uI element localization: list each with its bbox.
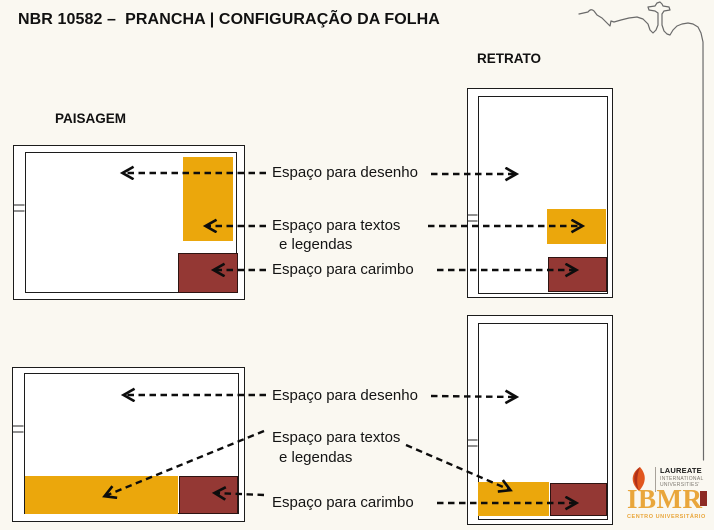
label-retrato: RETRATO (477, 51, 541, 66)
note-top-textos-line2: e legendas (279, 236, 353, 253)
note-top-carimbo: Espaço para carimbo (272, 261, 414, 278)
page-title: NBR 10582 – PRANCHA | CONFIGURAÇÃO DA FO… (18, 11, 440, 28)
note-bottom-desenho: Espaço para desenho (272, 387, 418, 404)
landscape-top-textos-area (183, 157, 233, 241)
portrait-bottom-carimbo-area (550, 483, 607, 516)
laureate-text-block: LAUREATE INTERNATIONAL UNIVERSITIES' (660, 467, 704, 488)
laureate-universities: UNIVERSITIES' (660, 481, 700, 488)
portrait-top-carimbo-area (548, 257, 607, 292)
logo-divider (655, 467, 656, 492)
ibmr-red-block (700, 491, 707, 506)
landscape-top-carimbo-area (178, 253, 238, 293)
portrait-top-textos-area (547, 209, 606, 244)
laureate-international: INTERNATIONAL (660, 475, 704, 482)
landscape-bottom-carimbo-area (179, 476, 238, 514)
note-top-desenho: Espaço para desenho (272, 164, 418, 181)
ibmr-logo: LAUREATE INTERNATIONAL UNIVERSITIES' IBM… (627, 464, 713, 522)
ibmr-wordmark: IBMR (627, 484, 703, 514)
laureate-name: LAUREATE (660, 466, 702, 475)
laureate-leaf-icon (632, 467, 645, 491)
landscape-bottom-textos-area (25, 476, 178, 514)
note-top-textos-line1: Espaço para textos (272, 217, 401, 234)
sheet-landscape-top-inner (25, 152, 237, 293)
portrait-bottom-textos-area (478, 482, 549, 516)
note-bottom-textos-line1: Espaço para textos (272, 429, 401, 446)
note-bottom-textos-line2: e legendas (279, 449, 353, 466)
label-paisagem: PAISAGEM (55, 111, 127, 126)
ibmr-subtitle: CENTRO UNIVERSITÁRIO (627, 514, 706, 520)
note-bottom-carimbo: Espaço para carimbo (272, 494, 414, 511)
